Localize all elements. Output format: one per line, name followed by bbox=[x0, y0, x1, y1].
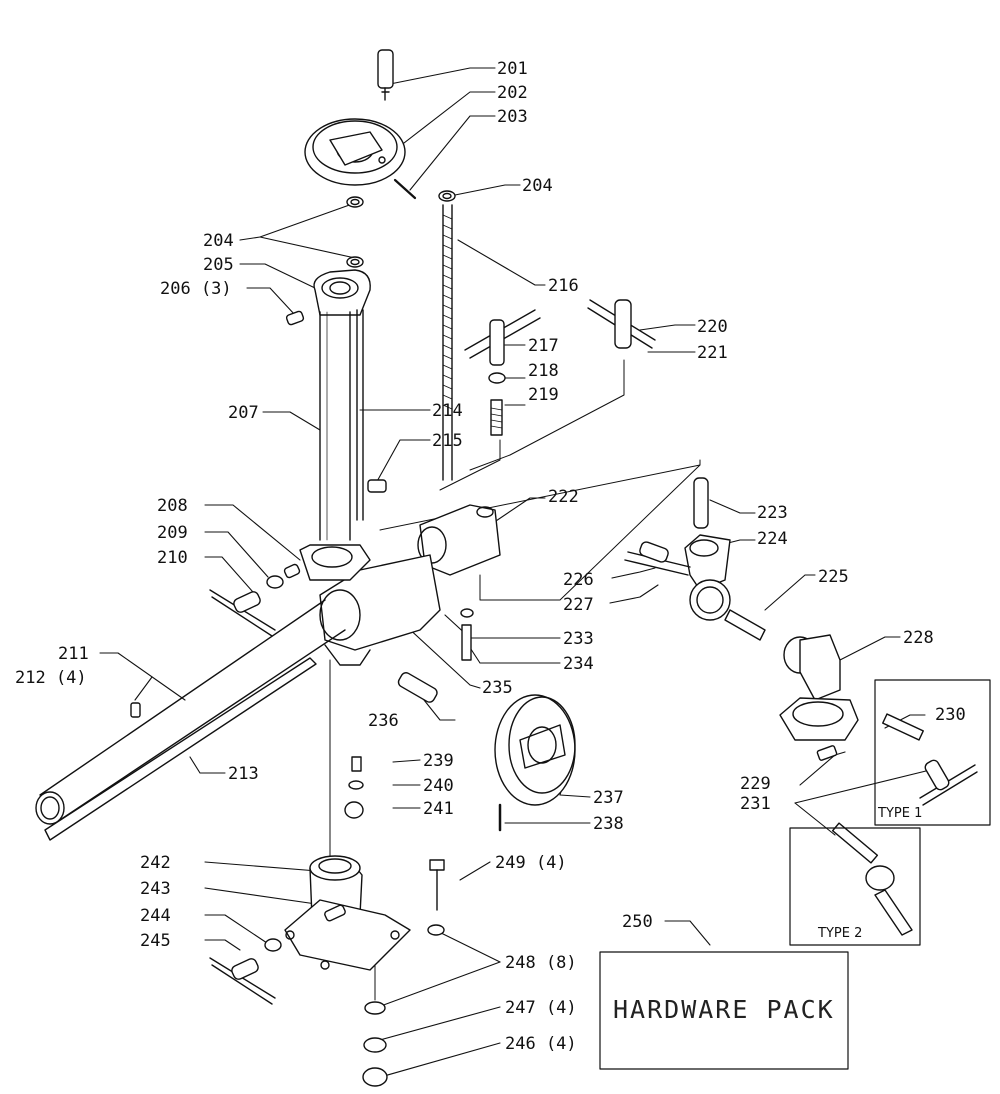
label-227: 227 bbox=[563, 595, 594, 615]
part-235-head-casting bbox=[299, 544, 441, 666]
part-223-pin bbox=[693, 477, 709, 529]
label-250: 250 bbox=[622, 912, 653, 932]
hardware-pack-box bbox=[599, 951, 849, 1070]
label-240: 240 bbox=[423, 776, 454, 796]
label-210: 210 bbox=[157, 548, 188, 568]
label-233: 233 bbox=[563, 629, 594, 649]
part-207-column bbox=[319, 311, 351, 541]
part-222-clamp-block bbox=[417, 504, 501, 576]
part-231-type2-handle bbox=[831, 822, 913, 936]
part-202-top-handwheel bbox=[304, 118, 406, 186]
part-204-bushings bbox=[346, 190, 456, 268]
part-231-type1-handle bbox=[919, 759, 978, 806]
label-211: 211 bbox=[58, 644, 89, 664]
type1-box bbox=[874, 679, 991, 826]
label-214: 214 bbox=[432, 401, 463, 421]
label-243: 243 bbox=[140, 879, 171, 899]
label-234: 234 bbox=[563, 654, 594, 674]
label-229: 229 bbox=[740, 774, 771, 794]
label-236: 236 bbox=[368, 711, 399, 731]
label-206: 206 (3) bbox=[160, 279, 232, 299]
label-217: 217 bbox=[528, 336, 559, 356]
label-207: 207 bbox=[228, 403, 259, 423]
label-201: 201 bbox=[497, 59, 528, 79]
part-226-t-handle bbox=[624, 541, 691, 576]
label-224: 224 bbox=[757, 529, 788, 549]
hardware-pack-label: HARDWARE PACK bbox=[613, 995, 835, 1024]
leader-lines bbox=[99, 67, 931, 1081]
label-212: 212 (4) bbox=[15, 668, 87, 688]
label-225: 225 bbox=[818, 567, 849, 587]
label-219: 219 bbox=[528, 385, 559, 405]
label-203: 203 bbox=[497, 107, 528, 127]
part-236-shaft bbox=[397, 672, 438, 703]
label-239: 239 bbox=[423, 751, 454, 771]
type2-label: TYPE 2 bbox=[818, 926, 863, 941]
part-201-knob bbox=[377, 49, 394, 101]
type1-label: TYPE 1 bbox=[878, 806, 923, 821]
label-244: 244 bbox=[140, 906, 171, 926]
label-230: 230 bbox=[935, 705, 966, 725]
part-213-rack bbox=[44, 657, 317, 841]
part-214-rack bbox=[356, 309, 364, 521]
part-245-t-handle bbox=[209, 957, 276, 1005]
label-249: 249 (4) bbox=[495, 853, 567, 873]
part-228-swivel-arm bbox=[783, 634, 841, 701]
label-222: 222 bbox=[548, 487, 579, 507]
part-220-t-handle bbox=[587, 299, 656, 349]
label-216: 216 bbox=[548, 276, 579, 296]
label-241: 241 bbox=[423, 799, 454, 819]
label-245: 245 bbox=[140, 931, 171, 951]
part-206-setscrew bbox=[285, 310, 305, 326]
label-204: 204 bbox=[522, 176, 553, 196]
label-220: 220 bbox=[697, 317, 728, 337]
label-208: 208 bbox=[157, 496, 188, 516]
label-242: 242 bbox=[140, 853, 171, 873]
type2-box bbox=[789, 827, 921, 946]
label-246: 246 (4) bbox=[505, 1034, 577, 1054]
part-216-leadscrew bbox=[442, 204, 453, 481]
part-225-bolt bbox=[724, 609, 766, 641]
part-224-swivel bbox=[684, 534, 731, 621]
label-221: 221 bbox=[697, 343, 728, 363]
label-226: 226 bbox=[563, 570, 594, 590]
part-215-screw bbox=[367, 479, 387, 493]
label-248: 248 (8) bbox=[505, 953, 577, 973]
part-205-column-cap bbox=[313, 269, 371, 316]
part-clamp-body bbox=[779, 697, 859, 741]
label-205: 205 bbox=[203, 255, 234, 275]
part-219-bolt bbox=[490, 399, 503, 436]
label-237: 237 bbox=[593, 788, 624, 808]
label-213: 213 bbox=[228, 764, 259, 784]
label-238: 238 bbox=[593, 814, 624, 834]
label-223: 223 bbox=[757, 503, 788, 523]
part-237-handwheel bbox=[494, 694, 576, 806]
label-209: 209 bbox=[157, 523, 188, 543]
label-204: 204 bbox=[203, 231, 234, 251]
label-228: 228 bbox=[903, 628, 934, 648]
part-210-t-handle bbox=[209, 589, 276, 637]
label-235: 235 bbox=[482, 678, 513, 698]
label-247: 247 (4) bbox=[505, 998, 577, 1018]
label-231: 231 bbox=[740, 794, 771, 814]
label-218: 218 bbox=[528, 361, 559, 381]
part-242-base bbox=[284, 855, 411, 971]
label-202: 202 bbox=[497, 83, 528, 103]
label-215: 215 bbox=[432, 431, 463, 451]
part-217-t-handle bbox=[464, 309, 541, 366]
part-211-arm bbox=[35, 599, 346, 825]
